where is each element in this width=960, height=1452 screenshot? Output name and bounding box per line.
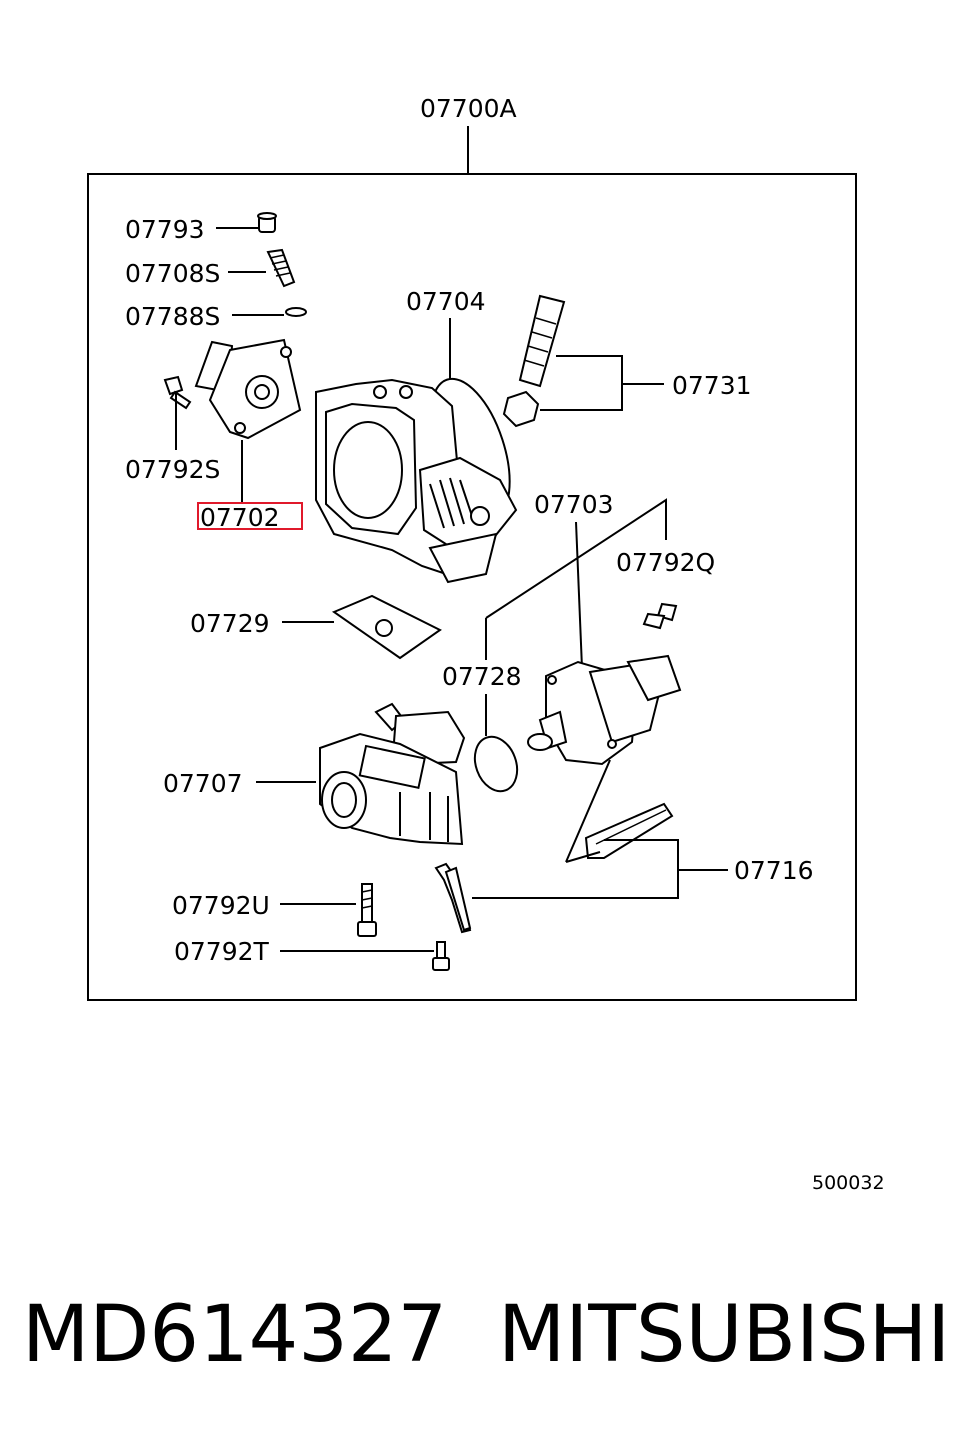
part-number: MD614327 xyxy=(22,1290,448,1380)
o-ring-part-07728 xyxy=(473,735,519,793)
label-07703[interactable]: 07703 xyxy=(534,490,614,519)
gasket-part-07729 xyxy=(331,594,442,660)
cap-part-07793 xyxy=(257,212,277,233)
throttle-body-part-07704 xyxy=(315,377,518,584)
label-07788S[interactable]: 07788S xyxy=(125,302,220,331)
label-07704[interactable]: 07704 xyxy=(406,287,486,316)
nut-part-07731 xyxy=(502,390,540,428)
label-07728[interactable]: 07728 xyxy=(442,662,522,691)
leader-07703 xyxy=(575,521,583,669)
leader-07716 xyxy=(472,839,728,899)
screw-part-07792S xyxy=(163,375,192,410)
label-07793[interactable]: 07793 xyxy=(125,215,205,244)
label-07702[interactable]: 07702 xyxy=(200,503,280,532)
label-07792Q[interactable]: 07792Q xyxy=(616,548,715,577)
label-07700A[interactable]: 07700A xyxy=(420,94,517,123)
idle-speed-control-part-07703 xyxy=(527,654,682,766)
spring-part-07708S xyxy=(266,248,296,288)
bracket-part-07716-upper xyxy=(584,802,674,859)
housing-part-07707 xyxy=(319,702,466,846)
brand-name: MITSUBISHI xyxy=(498,1290,951,1380)
highlight-box xyxy=(197,502,303,530)
reference-code: 500032 xyxy=(812,1172,885,1194)
bolt-part-07792T xyxy=(432,941,450,971)
screw-part-07792Q xyxy=(642,602,678,630)
label-07792T[interactable]: 07792T xyxy=(174,937,270,966)
label-07792U[interactable]: 07792U xyxy=(172,891,270,920)
bracket-part-07716-lower xyxy=(434,862,472,934)
caption: MD614327 MITSUBISHI xyxy=(0,1290,960,1390)
fitting-part-07731 xyxy=(518,294,566,388)
bolt-part-07792U xyxy=(357,883,377,937)
assembly-frame xyxy=(87,173,857,1001)
bracket-guide-07716 xyxy=(565,759,611,863)
label-07708S[interactable]: 07708S xyxy=(125,259,220,288)
throttle-position-sensor-part xyxy=(194,338,302,440)
label-07729[interactable]: 07729 xyxy=(190,609,270,638)
o-ring-part-07788S xyxy=(285,307,307,317)
leader-07792Q xyxy=(485,498,667,619)
label-07707[interactable]: 07707 xyxy=(163,769,243,798)
label-07792S[interactable]: 07792S xyxy=(125,455,220,484)
label-07716[interactable]: 07716 xyxy=(734,856,814,885)
leader-07731 xyxy=(540,355,664,411)
label-07731[interactable]: 07731 xyxy=(672,371,752,400)
